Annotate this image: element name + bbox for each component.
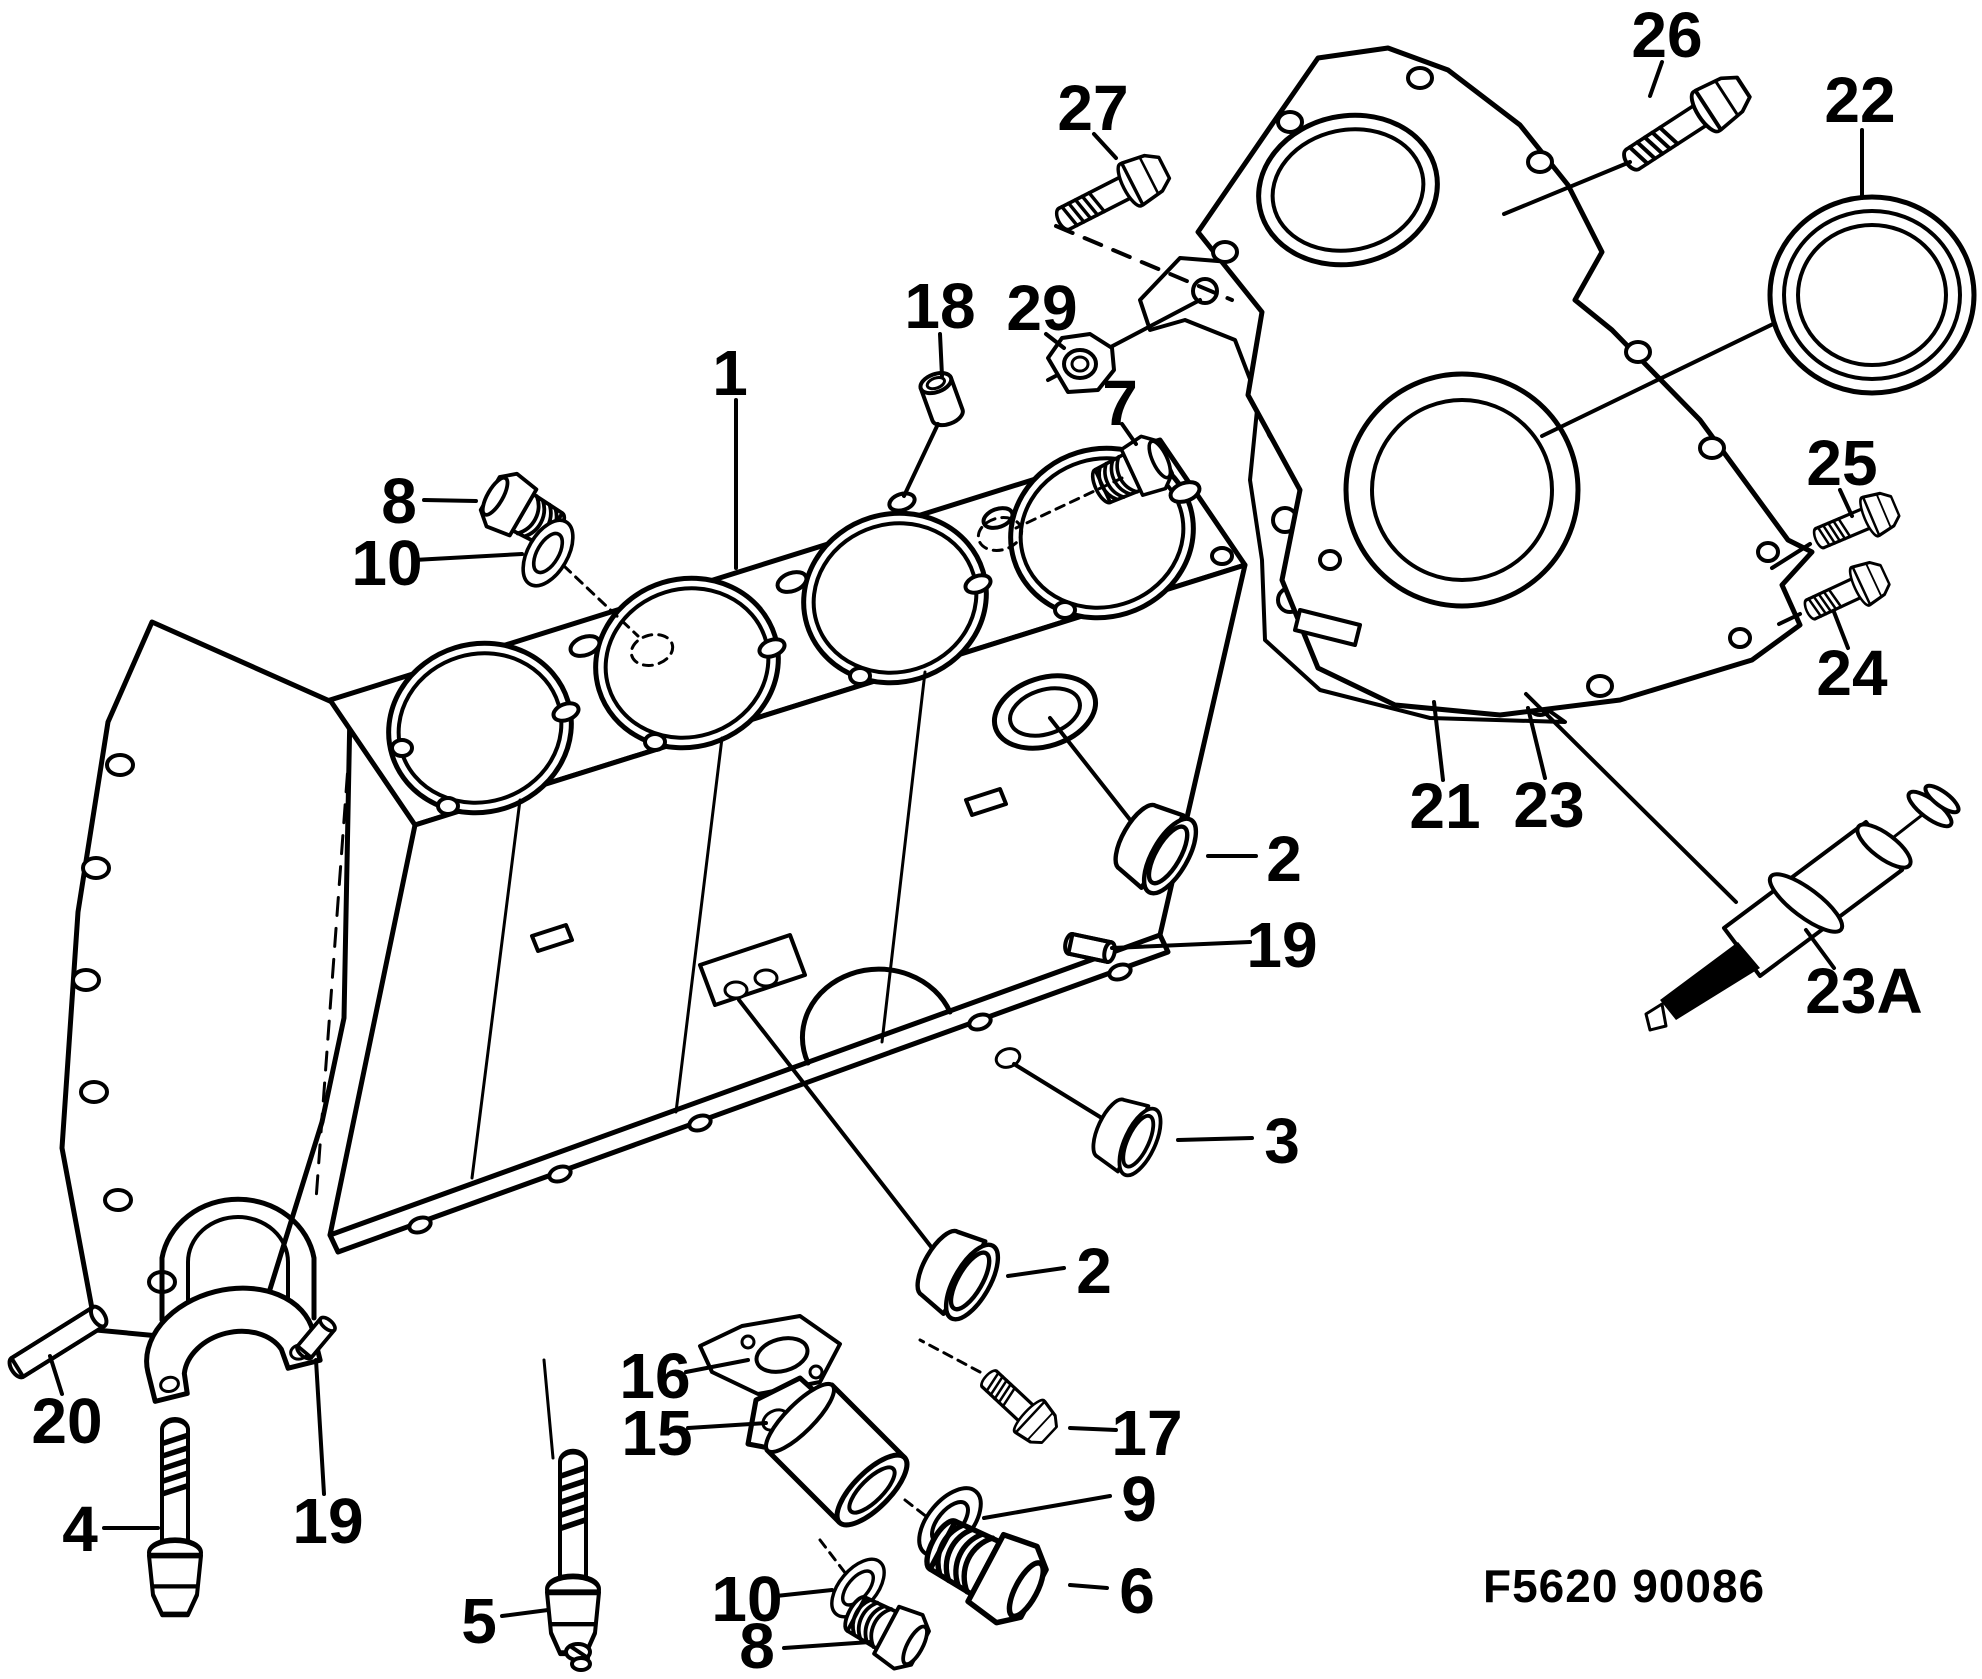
leader-5	[500, 1608, 550, 1618]
leader-21	[1432, 700, 1445, 782]
cylinder-block	[327, 437, 1248, 1255]
leader-26	[1648, 60, 1664, 98]
leader-6	[1068, 1583, 1109, 1590]
leader-10-left	[412, 552, 524, 562]
leader-8-left	[422, 498, 478, 503]
bolt-26	[1612, 65, 1759, 185]
callout-9[interactable]: 9	[1121, 1463, 1157, 1535]
callout-2-upper[interactable]: 2	[1266, 823, 1302, 895]
callout-10-left[interactable]: 10	[351, 527, 422, 599]
leader-7	[1120, 422, 1138, 446]
callout-6[interactable]: 6	[1119, 1555, 1155, 1627]
leader-19-right	[1110, 940, 1252, 950]
leader-10-bottom	[774, 1588, 834, 1598]
callout-5[interactable]: 5	[461, 1585, 497, 1657]
rear-flywheel-flange	[59, 619, 354, 1341]
bolt-5	[547, 1452, 599, 1654]
nut-29	[1046, 332, 1116, 394]
leader-18b	[902, 422, 940, 498]
leader-27	[1092, 132, 1118, 160]
deck-holes	[390, 480, 1234, 816]
leader-17	[1068, 1426, 1118, 1432]
callout-3[interactable]: 3	[1264, 1105, 1300, 1177]
cup-plug-3	[1082, 1088, 1171, 1184]
callout-7[interactable]: 7	[1102, 367, 1138, 439]
leader-2-lower	[1006, 1266, 1066, 1278]
bolt-17	[970, 1358, 1066, 1452]
leader-23	[1526, 706, 1547, 780]
figure-code: F5620 90086	[1483, 1560, 1765, 1612]
leader-18a	[938, 332, 944, 378]
leader-24	[1832, 610, 1850, 650]
callout-18[interactable]: 18	[904, 270, 975, 342]
callout-22[interactable]: 22	[1824, 64, 1895, 136]
callout-23A[interactable]: 23A	[1805, 955, 1922, 1027]
callout-27[interactable]: 27	[1057, 72, 1128, 144]
callout-24[interactable]: 24	[1816, 637, 1888, 709]
leader-3	[1176, 1136, 1254, 1142]
callout-15[interactable]: 15	[621, 1397, 692, 1469]
callout-19-right[interactable]: 19	[1246, 909, 1317, 981]
oil-nipple-housing-15	[745, 1375, 910, 1528]
crankshaft-seal-ring	[1540, 194, 1977, 438]
callout-4[interactable]: 4	[62, 1493, 98, 1565]
screw-5-tip	[564, 1642, 592, 1672]
leader-23A	[1804, 928, 1836, 970]
callout-2-lower[interactable]: 2	[1076, 1235, 1112, 1307]
housing-gasket-16	[698, 1314, 842, 1396]
callout-17[interactable]: 17	[1111, 1397, 1182, 1469]
leader-15	[686, 1421, 768, 1430]
leader-20	[48, 1354, 64, 1396]
callout-10-bottom[interactable]: 10	[711, 1563, 782, 1635]
callout-29[interactable]: 29	[1006, 272, 1077, 344]
timing-cover	[1195, 45, 1815, 718]
callout-1[interactable]: 1	[712, 337, 748, 409]
callout-26[interactable]: 26	[1631, 0, 1702, 71]
bushing-18	[918, 371, 965, 428]
callout-19-left[interactable]: 19	[292, 1485, 363, 1557]
leader-25	[1838, 488, 1854, 518]
bolt-4	[149, 1420, 201, 1615]
leader-lines	[48, 60, 1864, 1650]
front-face-details	[407, 670, 1133, 1235]
callout-8-left[interactable]: 8	[381, 465, 417, 537]
callout-labels: 1 2 2 3 4 5 6 7 8 8 9 10 10 15 16 17 18 …	[31, 0, 1922, 1679]
leader-16	[684, 1358, 750, 1374]
callout-8-bottom[interactable]: 8	[739, 1610, 775, 1679]
pin-20	[7, 1304, 109, 1380]
callout-21[interactable]: 21	[1409, 770, 1480, 842]
leader-8-bottom	[782, 1640, 872, 1650]
leader-9	[982, 1494, 1112, 1520]
sealant-tube	[1524, 692, 1961, 1032]
bolt-24	[1796, 554, 1896, 632]
leader-29	[1044, 332, 1066, 350]
callout-16[interactable]: 16	[619, 1340, 690, 1412]
callout-23[interactable]: 23	[1513, 769, 1584, 841]
bolt-27	[1046, 145, 1177, 245]
callout-20[interactable]: 20	[31, 1385, 102, 1457]
leader-19-left	[314, 1358, 326, 1496]
callout-25[interactable]: 25	[1806, 427, 1877, 499]
